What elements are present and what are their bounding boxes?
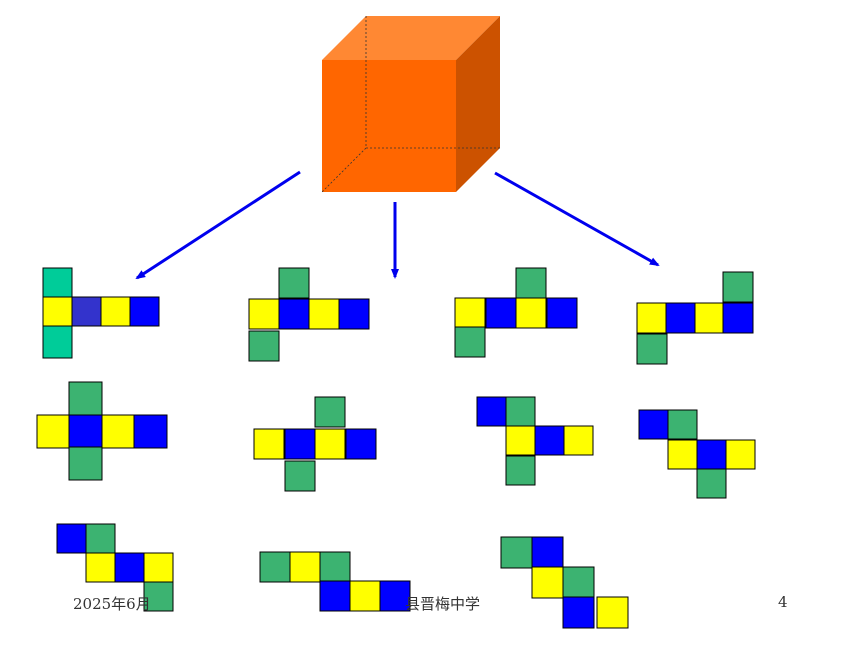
net-square — [319, 551, 351, 583]
net-square — [722, 271, 754, 303]
net-square — [546, 297, 578, 329]
net-square — [278, 298, 310, 330]
net-square — [284, 460, 316, 492]
net-square — [379, 580, 411, 612]
footer-date: 2025年6月 — [73, 595, 151, 613]
net-square — [722, 302, 754, 334]
net-square — [563, 425, 594, 456]
net-square — [101, 414, 136, 449]
net-square — [319, 580, 351, 612]
cube-net — [476, 396, 594, 486]
net-square — [248, 330, 280, 362]
arrow-icon — [135, 170, 301, 280]
net-square — [284, 428, 316, 460]
cube-net — [248, 267, 370, 362]
net-square — [114, 552, 145, 583]
net-square — [454, 326, 486, 358]
net-square — [638, 409, 669, 440]
net-square — [143, 552, 174, 583]
net-square — [68, 446, 103, 481]
cube-top-face — [322, 16, 500, 60]
cube-net — [56, 523, 174, 612]
net-square — [100, 296, 131, 327]
net-square — [42, 325, 73, 359]
net-square — [531, 566, 564, 599]
net-square — [129, 296, 160, 327]
net-square — [338, 298, 370, 330]
net-square — [85, 523, 116, 554]
cube-net — [454, 267, 578, 358]
net-square — [259, 551, 291, 583]
net-square — [667, 439, 698, 470]
net-square — [308, 298, 340, 330]
net-square — [531, 536, 564, 569]
net-square — [36, 414, 71, 449]
net-square — [505, 455, 536, 486]
net-square — [68, 381, 103, 416]
cube-net — [259, 551, 411, 612]
net-square — [278, 267, 310, 299]
net-square — [636, 333, 668, 365]
cube-net — [636, 271, 754, 365]
net-square — [562, 566, 595, 599]
net-square — [636, 302, 668, 334]
net-square — [42, 296, 73, 328]
net-square — [725, 439, 756, 470]
net-square — [248, 298, 280, 330]
net-square — [694, 302, 726, 334]
net-square — [289, 551, 321, 583]
cube-net — [42, 267, 160, 359]
net-square — [596, 596, 629, 629]
net-square — [71, 296, 102, 327]
net-square — [500, 536, 533, 569]
net-square — [515, 297, 547, 329]
net-square — [515, 267, 547, 299]
footer-school: 县晋梅中学 — [405, 595, 481, 613]
net-square — [485, 297, 517, 329]
net-square — [476, 396, 507, 427]
cube-net — [500, 536, 629, 629]
net-square — [667, 409, 698, 440]
net-square — [314, 396, 346, 428]
net-square — [68, 414, 103, 449]
page-number: 4 — [778, 593, 788, 611]
net-square — [349, 580, 381, 612]
cube-icon — [321, 16, 500, 193]
net-square — [454, 297, 486, 329]
cube-front-face — [322, 60, 456, 192]
net-square — [85, 552, 116, 583]
cube-net — [253, 396, 377, 492]
net-square — [696, 468, 727, 499]
arrow-icon — [494, 171, 660, 267]
net-square — [42, 267, 73, 299]
net-square — [534, 425, 565, 456]
net-square — [56, 523, 87, 554]
net-square — [143, 581, 174, 612]
net-square — [314, 428, 346, 460]
net-square — [696, 439, 727, 470]
net-square — [253, 428, 285, 460]
cube-net — [638, 409, 756, 499]
net-square — [345, 428, 377, 460]
net-square — [133, 414, 168, 449]
net-square — [562, 596, 595, 629]
net-square — [665, 302, 697, 334]
cube-net — [36, 381, 168, 481]
net-square — [505, 425, 536, 456]
net-square — [505, 396, 536, 427]
